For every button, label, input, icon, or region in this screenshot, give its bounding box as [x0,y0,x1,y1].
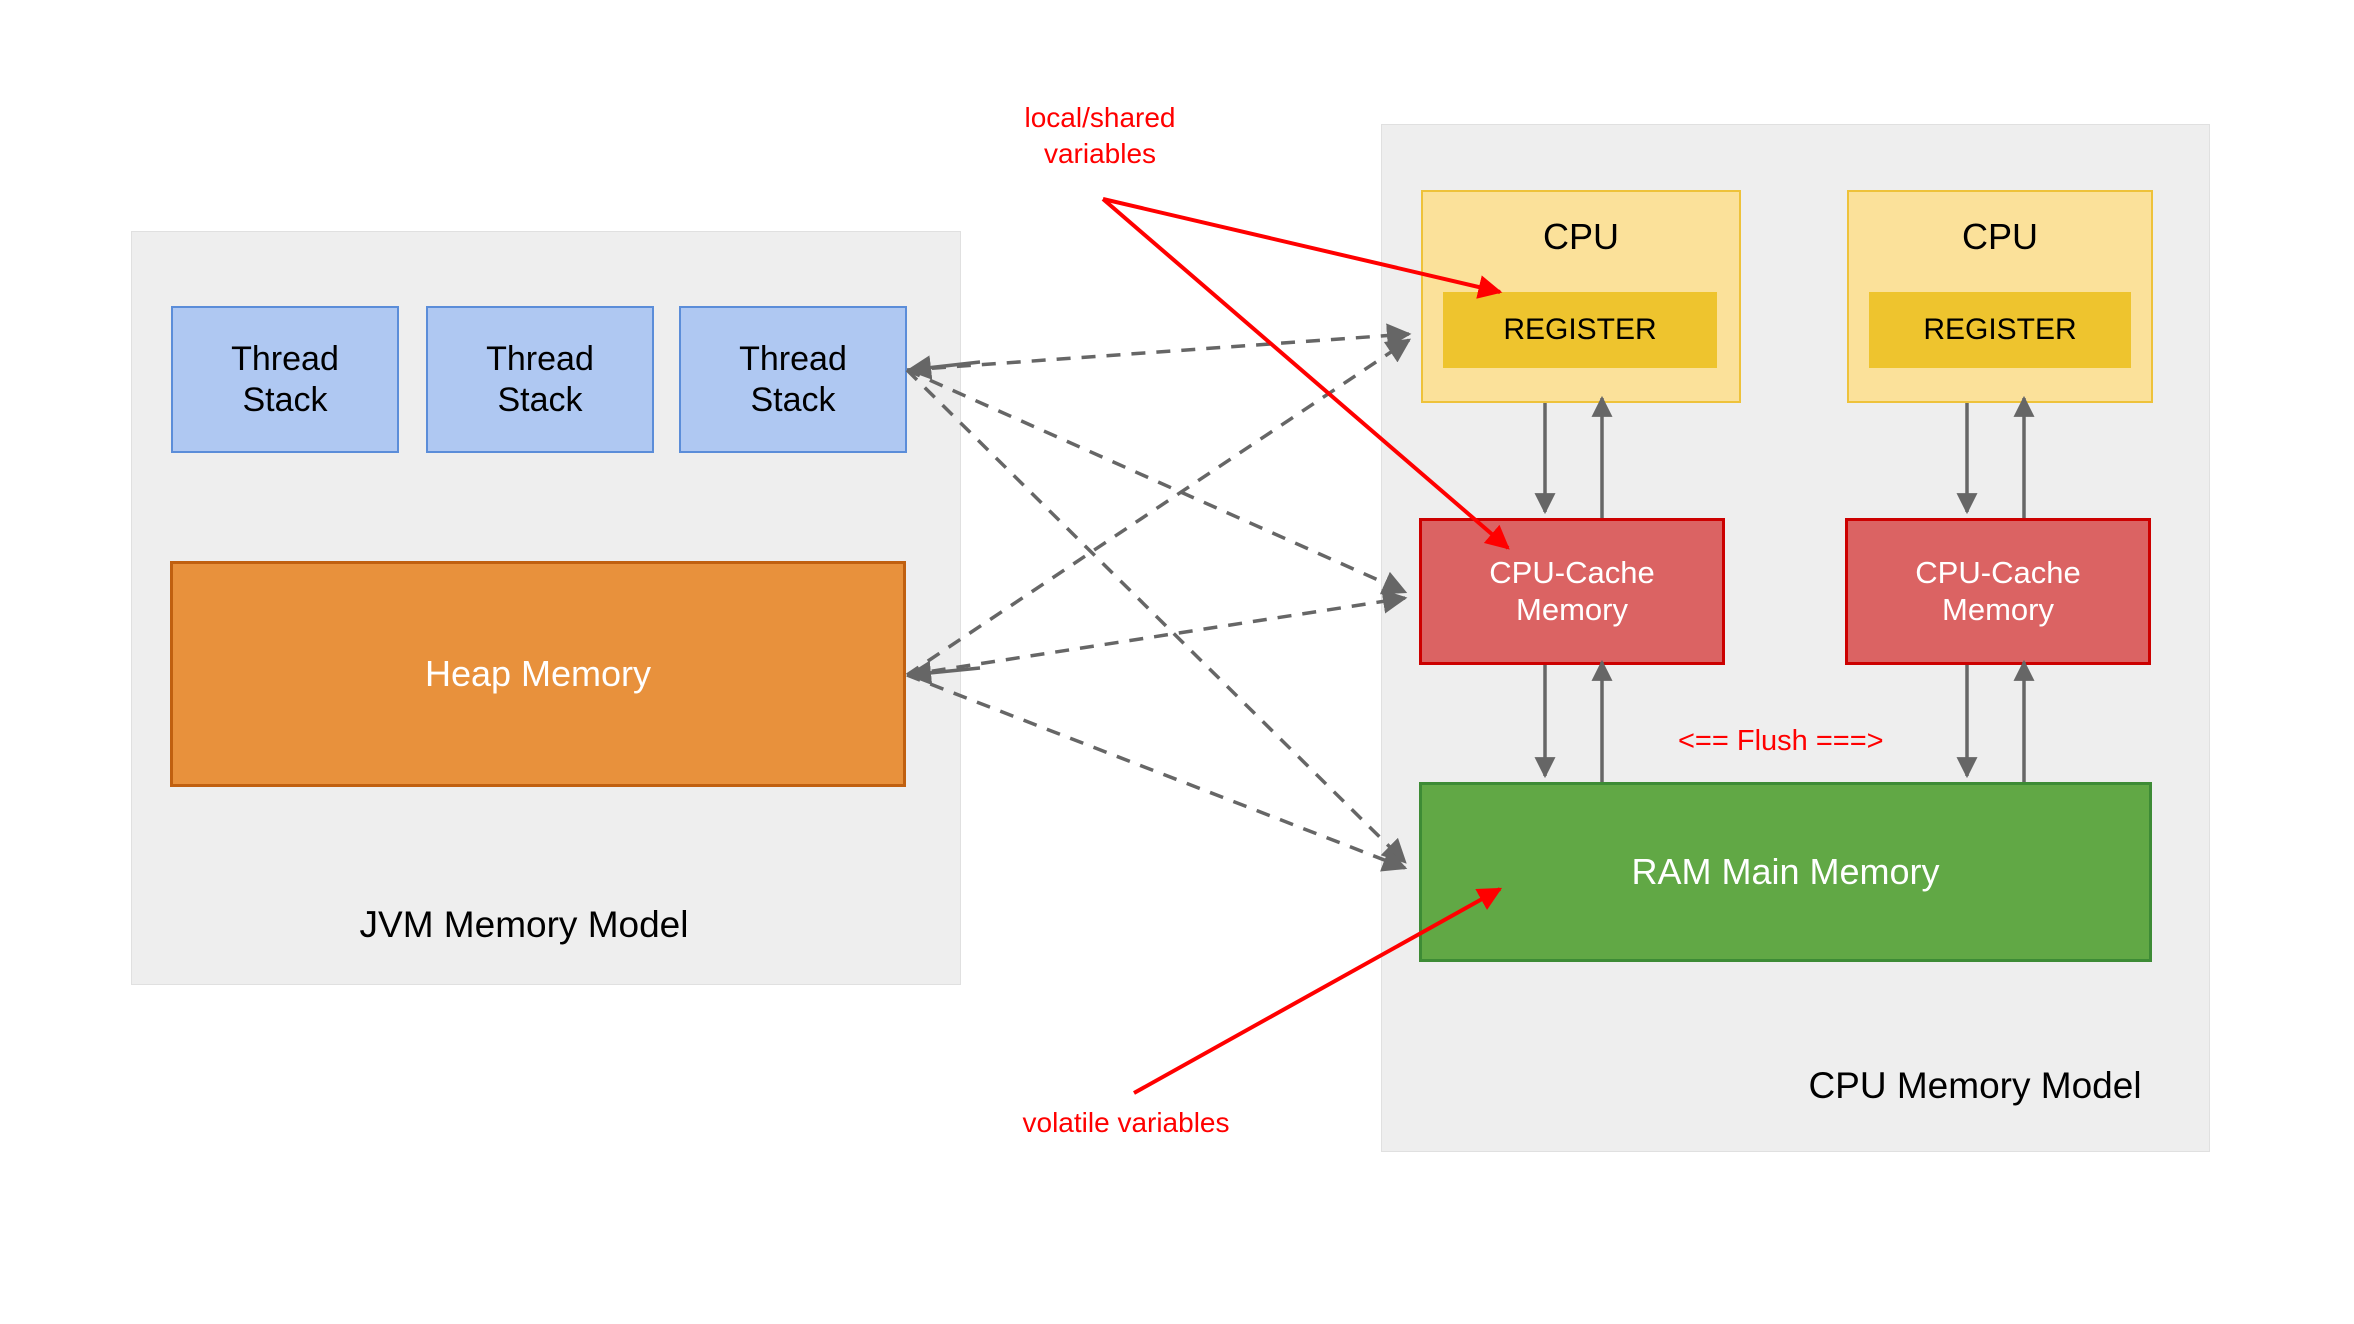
cpu-label-2: CPU [1961,216,2038,257]
ram-main-memory-box: RAM Main Memory [1419,782,2152,962]
thread-stack-label-line2: Stack [242,380,328,419]
ram-main-memory-label: RAM Main Memory [1631,850,1940,892]
thread-stack-label-line1: Thread [739,340,847,379]
jvm-panel-title: JVM Memory Model [359,904,689,945]
cpu-panel-title: CPU Memory Model [1808,1065,2142,1106]
thread-stack-box-3: Thread Stack [679,306,907,453]
local-shared-variables-annotation: local/shared variables [1024,102,1176,170]
edge-threadstack-to-ram [905,368,1407,864]
edge-threadstack-to-cache-1 [906,368,1408,595]
thread-stack-box-1: Thread Stack [171,306,399,453]
thread-stack-label-line2: Stack [497,380,583,419]
thread-stack-box-2: Thread Stack [426,306,654,453]
cpu-cache-memory-box-2: CPU-Cache Memory [1845,518,2151,665]
register-box-1: REGISTER [1443,292,1717,368]
heap-memory-box: Heap Memory [170,561,906,787]
edge-heap-to-cache-1 [906,589,1408,677]
thread-stack-label-line1: Thread [486,340,594,379]
cpu-box-1: CPU REGISTER [1421,190,1741,403]
cpu-cache-label-line1: CPU-Cache [1489,554,1655,590]
cpu-label-1: CPU [1542,216,1619,257]
cpu-cache-memory-box-1: CPU-Cache Memory [1419,518,1725,665]
edge-heap-to-ram [906,673,1408,872]
cpu-cache-label-line2: Memory [1516,591,1628,627]
cpu-box-2: CPU REGISTER [1847,190,2153,403]
cpu-cache-label-line1: CPU-Cache [1915,554,2081,590]
volatile-variables-annotation: volatile variables [1022,1107,1230,1138]
cpu-cache-label-line2: Memory [1942,591,2054,627]
edge-threadstack-to-register-1 [906,323,1412,372]
register-box-2: REGISTER [1869,292,2131,368]
thread-stack-label-line2: Stack [750,380,836,419]
thread-stack-label-line1: Thread [231,340,339,379]
edge-heap-to-register-1 [906,338,1412,677]
register-label-2: REGISTER [1923,313,2077,347]
flush-label: <== Flush ===> [1678,725,1884,757]
heap-memory-label: Heap Memory [424,652,652,694]
register-label-1: REGISTER [1503,313,1657,347]
